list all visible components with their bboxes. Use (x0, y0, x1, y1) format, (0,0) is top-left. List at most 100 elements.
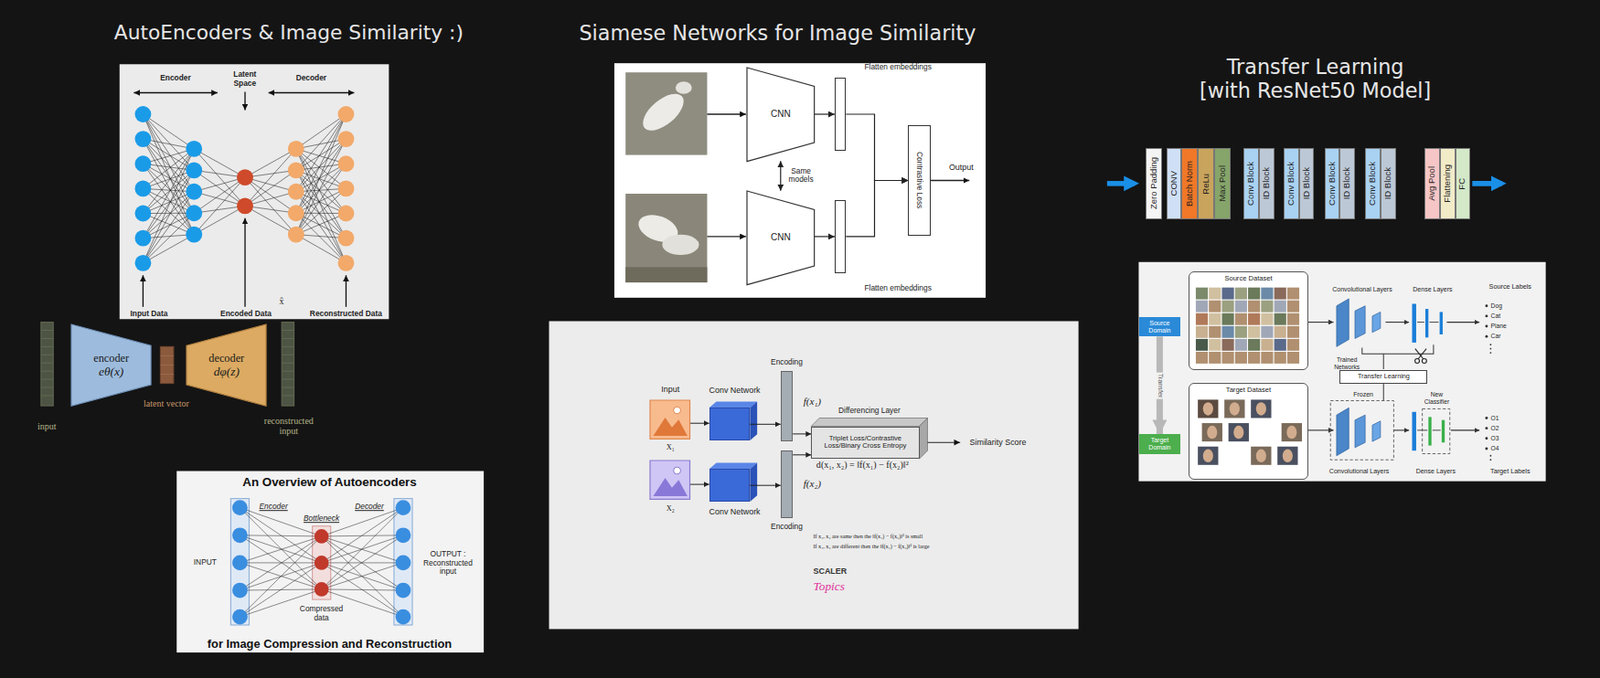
illustration-rect (1248, 352, 1260, 364)
illustration-rect (1287, 300, 1300, 313)
illustration-polygon (810, 417, 928, 427)
illustration-line (1383, 384, 1385, 402)
resnet-layer-block: Conv Block (1324, 148, 1341, 220)
illustration-line (142, 192, 194, 264)
encoding-bar: Encodingf(x₁) (780, 371, 793, 442)
illustration-rect (625, 266, 707, 283)
illustration-rect (1208, 352, 1221, 364)
illustration-circle (1484, 437, 1488, 440)
illustration-rect (281, 322, 294, 406)
node-text: Source Domain (1140, 320, 1179, 335)
illustration-rect (549, 320, 1079, 630)
figure-label: OUTPUT : Reconstructed input (416, 550, 480, 577)
illustration-line (239, 536, 321, 591)
note-text: If x₁, x₂ are same then the ‖f(x₁) − f(x… (813, 534, 924, 542)
illustration-line (239, 535, 321, 537)
illustration-rect (1441, 420, 1445, 444)
figure-heading: for Image Compression and Reconstruction (207, 638, 452, 652)
embedding-bar: Flatten embeddings (834, 77, 846, 151)
illustration-rect (1274, 352, 1287, 364)
illustration-line (244, 91, 246, 110)
illustration-line (133, 92, 217, 94)
illustration-line (1308, 429, 1334, 431)
cnn-trapezoid: CNN (746, 67, 815, 162)
node-text: Conv Block (1367, 161, 1378, 206)
illustration-circle (338, 205, 355, 223)
differencing-layer-box: Triplet Loss/Contrastive Loss/Binary Cro… (810, 426, 919, 460)
node-text: Zero Padding (1149, 157, 1160, 210)
figure-label: Trained Networks (1326, 357, 1368, 372)
figure-label: Convolutional Layers (1329, 468, 1390, 476)
illustration-polygon (1372, 311, 1381, 332)
illustration-line (706, 113, 746, 115)
node-text: Contrastive Loss (915, 151, 925, 209)
illustration-rect (1195, 313, 1208, 326)
image-mountain (652, 479, 687, 498)
node-text: X₁ (666, 443, 675, 453)
node-text: dφ(z) (213, 364, 240, 379)
illustration-line (1385, 321, 1409, 323)
illustration-rect (1208, 313, 1221, 326)
class-label: Car (1491, 332, 1502, 341)
illustration-line (1417, 321, 1425, 323)
illustration-line (321, 563, 404, 590)
illustration-circle (232, 527, 248, 544)
node-text: Conv Block (1286, 161, 1297, 206)
illustration-rect (1221, 313, 1234, 326)
illustration-circle (338, 130, 355, 148)
resnet-layer-block: ID Block (1380, 148, 1397, 220)
connector (814, 235, 835, 237)
illustration-g (135, 106, 355, 272)
illustration-polygon (749, 402, 758, 441)
illustration-rect (1260, 326, 1273, 339)
node-shape (650, 460, 691, 500)
illustration-line (1383, 353, 1385, 370)
resnet-layer-block: Conv Block (1283, 148, 1300, 220)
illustration-rect (1235, 288, 1248, 300)
illustration-rect (1425, 309, 1429, 338)
node-text: Batch Norm (1184, 160, 1195, 207)
illustration-line (706, 235, 746, 237)
class-label: O4 (1491, 445, 1500, 453)
figure-label: Convolutional Layers (1332, 286, 1393, 294)
figure-label: Input (661, 384, 680, 395)
illustration-polygon (709, 463, 758, 470)
image-mountain (652, 417, 687, 437)
illustration-ellipse (1286, 426, 1297, 440)
conv-network-cube: Conv Network (709, 469, 751, 502)
illustration-rect (1330, 401, 1394, 461)
illustration-rect (1195, 300, 1208, 313)
figure-label: Source Labels (1489, 282, 1532, 290)
illustration-rect (1260, 339, 1273, 352)
illustration-rect (1228, 423, 1249, 442)
illustration-line (142, 170, 194, 264)
illustration-rect (176, 470, 484, 653)
node-text: Transfer Learning (1357, 373, 1410, 381)
illustration-circle (1489, 458, 1492, 461)
illustration-rect (1274, 288, 1287, 300)
illustration-rect (230, 499, 249, 626)
loss-box: Contrastive Loss (907, 125, 931, 236)
illustration-ellipse (1203, 402, 1214, 416)
logo-text: Topics (813, 579, 845, 594)
illustration-ellipse (1282, 449, 1293, 464)
illustration-rect (1274, 339, 1287, 352)
figure-label: latent vector (143, 398, 190, 410)
illustration-line (1446, 321, 1480, 323)
resnet-layer-block: ID Block (1299, 148, 1315, 220)
illustration-circle (338, 106, 355, 123)
illustration-circle (395, 609, 412, 626)
input-image: X₂ (650, 460, 691, 500)
illustration-circle (1484, 447, 1488, 450)
node-outline (650, 460, 691, 500)
illustration-line (321, 535, 404, 564)
illustration-line (296, 149, 347, 214)
figure-label: Decoder (296, 74, 327, 84)
illustration-circle (288, 226, 305, 244)
illustration-circle (338, 180, 355, 197)
illustration-line (239, 535, 321, 590)
figure-label: reconstructed input (256, 416, 320, 438)
node-text: Max Pool (1217, 165, 1228, 203)
dataset-box: Target Dataset (1188, 383, 1309, 480)
illustration-rect (1411, 304, 1416, 343)
